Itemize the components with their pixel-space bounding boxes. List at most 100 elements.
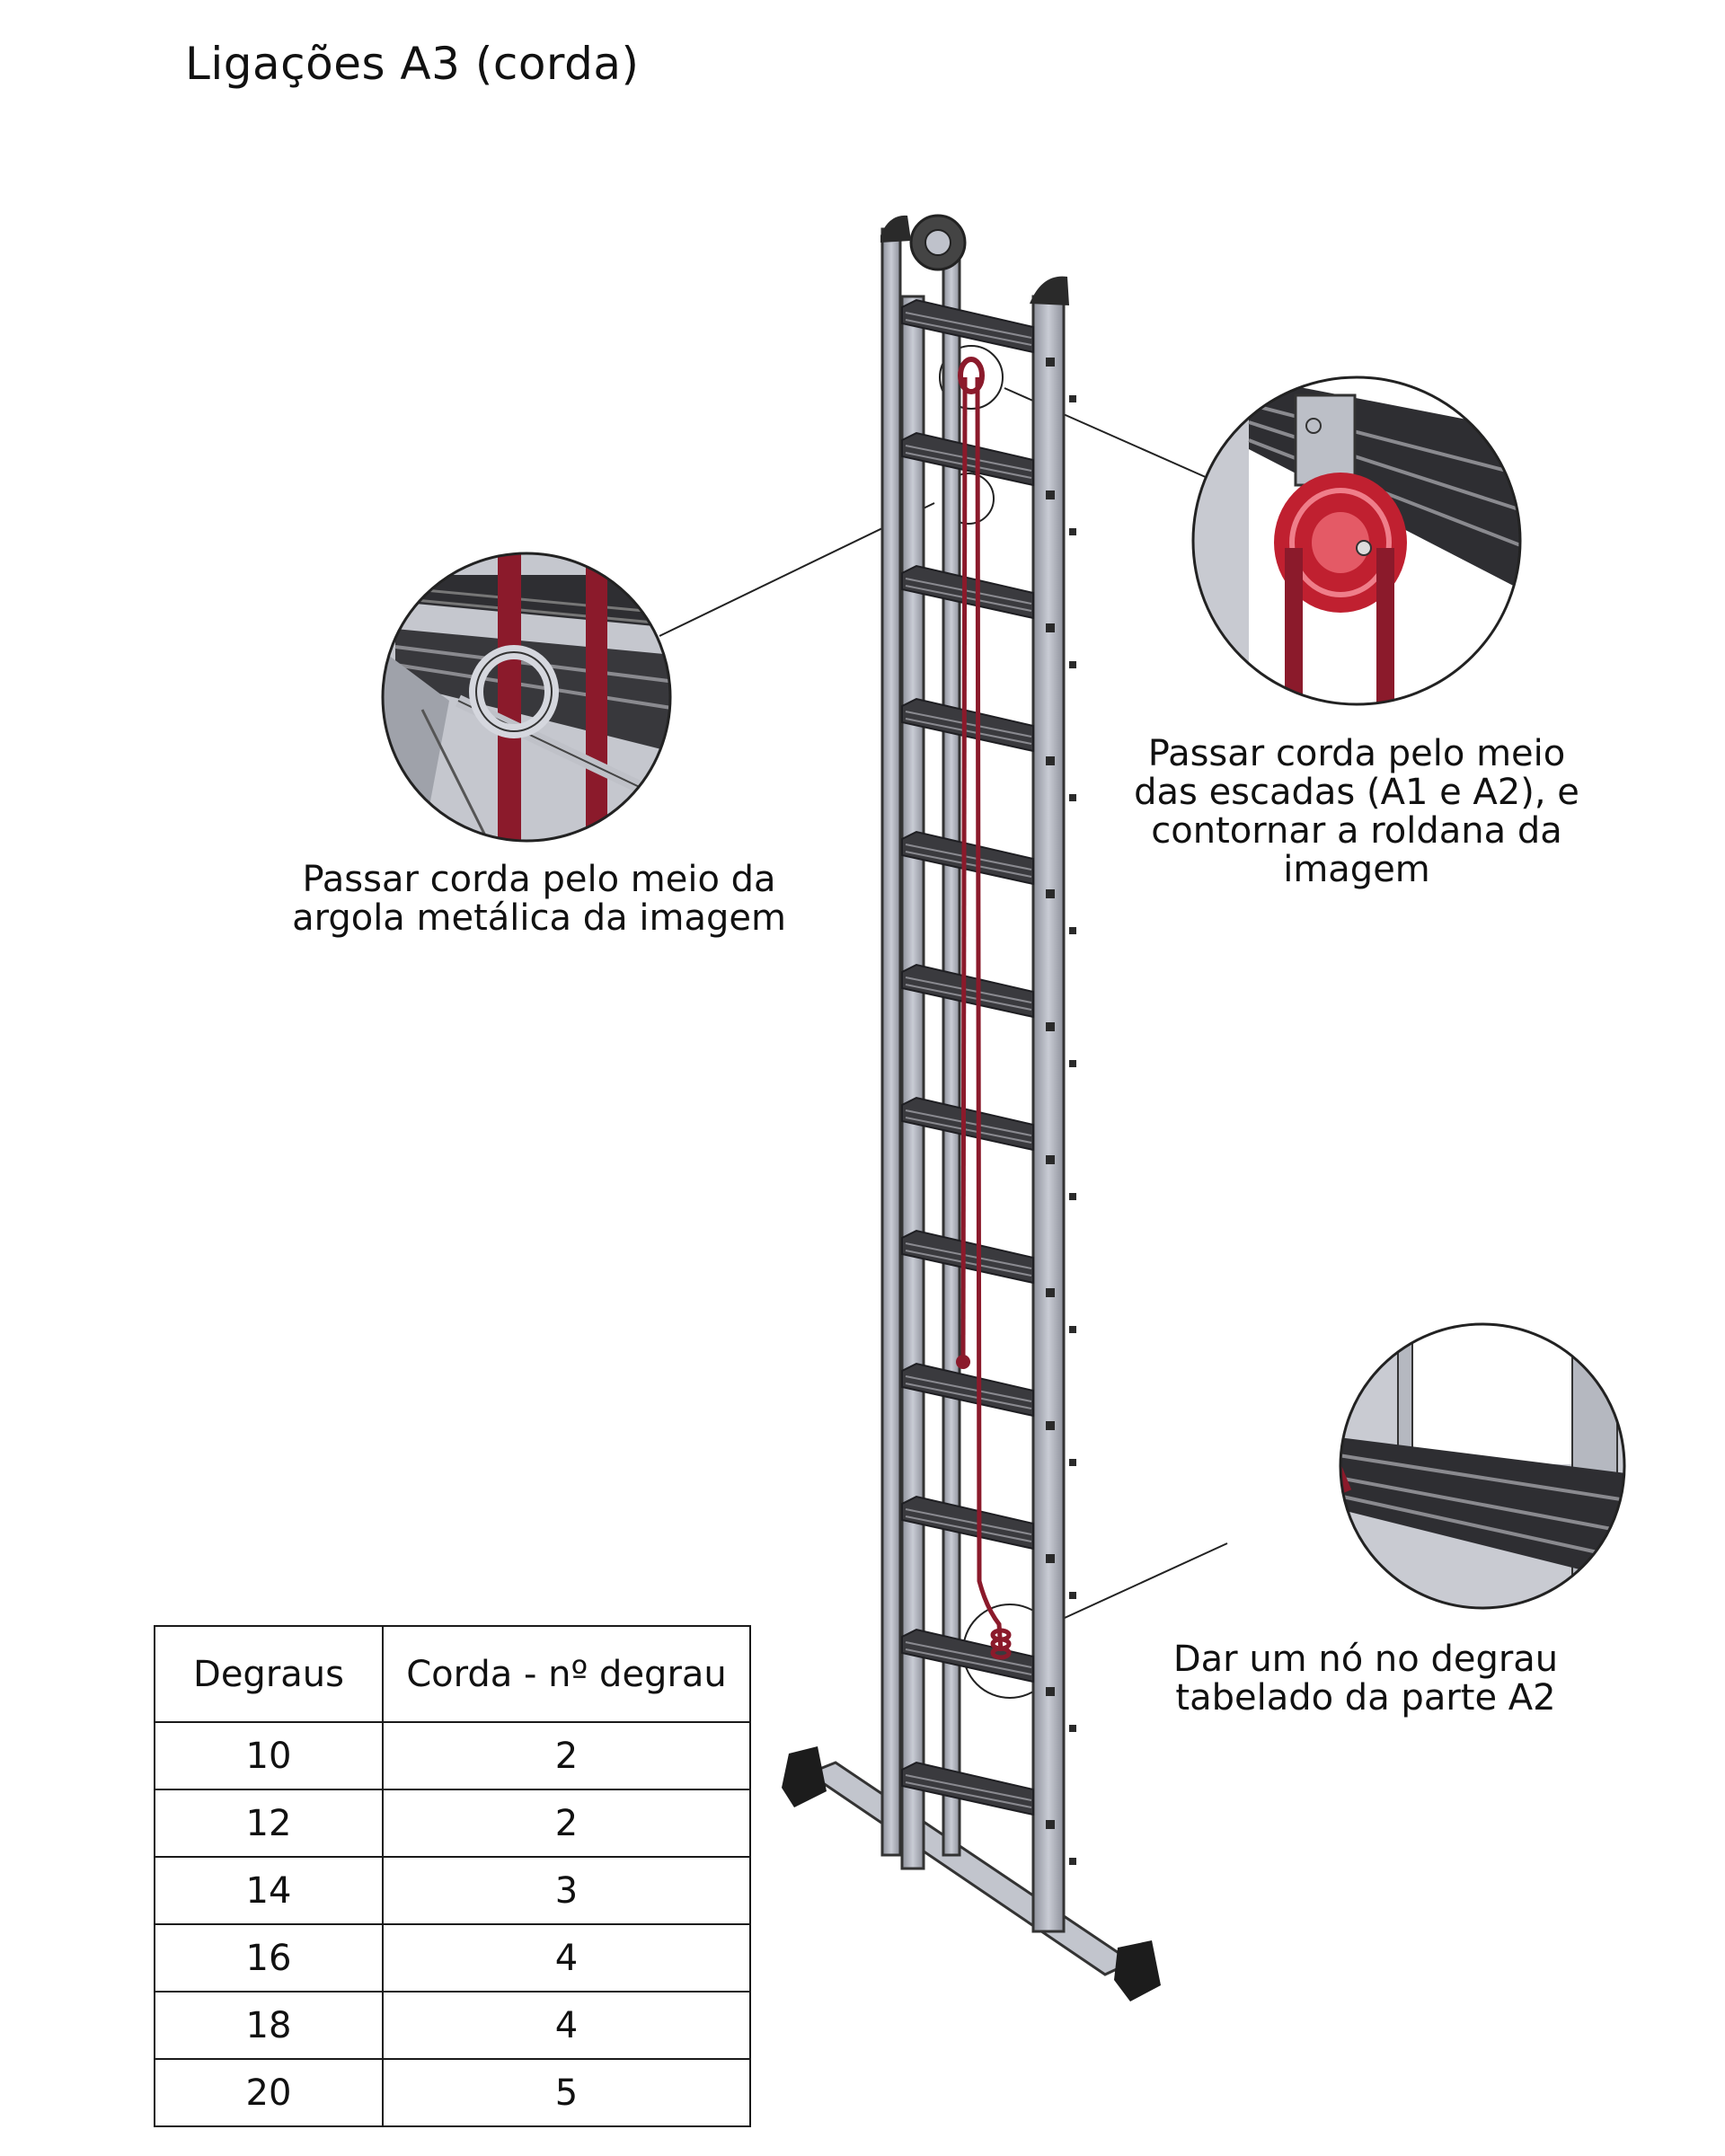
rung-groove — [905, 578, 1032, 605]
table-cell: 16 — [154, 1923, 384, 1993]
callout-pulley-text: Passar corda pelo meio das escadas (A1 e… — [1114, 735, 1599, 889]
ladder-rope — [958, 357, 1004, 1652]
rail-hole — [1046, 358, 1055, 367]
rail-hole — [1069, 1459, 1076, 1466]
table-cell: 20 — [154, 2058, 384, 2127]
detail-pulley-view — [1193, 377, 1520, 704]
ladder-rungs — [901, 298, 1034, 1816]
ladder-front-section — [900, 276, 1076, 1933]
rail-hole — [1069, 395, 1076, 402]
rope-strand-right — [975, 376, 1004, 1652]
callout-line: argola metálica da imagem — [292, 897, 786, 939]
foot-right — [1114, 1940, 1161, 2001]
rung-groove — [905, 445, 1032, 472]
rail-hole — [1069, 1326, 1076, 1333]
rung-groove — [905, 319, 1032, 346]
rung-groove — [905, 1375, 1032, 1402]
table-row: 18 4 — [154, 1991, 751, 2060]
rung-groove — [905, 452, 1032, 479]
detail-rope-left — [498, 553, 521, 841]
rail-hole — [1069, 1193, 1076, 1200]
rail-hole — [1069, 1858, 1076, 1865]
table-header-row: Degraus Corda - nº degrau — [154, 1625, 751, 1723]
rung-groove — [905, 718, 1032, 745]
detail-pulley-bracket — [1294, 393, 1357, 487]
rail-hole — [1069, 1725, 1076, 1732]
rope-top-loop — [958, 357, 985, 394]
foot-left — [782, 1746, 827, 1807]
rung-groove — [905, 1383, 1032, 1409]
back-rail-cap — [880, 215, 911, 243]
detail-knot-coils — [1340, 1384, 1343, 1453]
rope-knot-small — [990, 1628, 1012, 1660]
rung-groove — [905, 844, 1032, 870]
callout-line: contornar a roldana da — [1151, 810, 1562, 852]
rung-groove — [905, 851, 1032, 878]
callout-line: imagem — [1283, 849, 1430, 890]
rail-hole — [1046, 1288, 1055, 1297]
rope-end — [956, 1355, 970, 1369]
rail-hole — [1046, 1687, 1055, 1696]
rung-groove — [905, 1515, 1032, 1542]
detail-rope-right — [1376, 548, 1394, 704]
table-row: 14 3 — [154, 1856, 751, 1925]
rail-holes — [1046, 358, 1076, 1865]
rail-hole — [1046, 1022, 1055, 1031]
rail-hole — [1046, 1155, 1055, 1164]
rail-hole — [1069, 661, 1076, 668]
back-rail-left — [880, 227, 902, 1857]
callout-ring-text: Passar corda pelo meio da argola metálic… — [270, 861, 809, 938]
table-cell: 18 — [154, 1991, 384, 2060]
rope-rung-table: Degraus Corda - nº degrau 10 2 12 2 14 3… — [154, 1625, 751, 2127]
rung-groove — [905, 1641, 1032, 1668]
rung-groove — [905, 1109, 1032, 1136]
rail-hole — [1046, 1554, 1055, 1563]
ladder-back-section — [880, 214, 967, 1857]
callout-line: das escadas (A1 e A2), e — [1134, 772, 1579, 813]
detail-rope-left — [1285, 548, 1303, 704]
callout-line: Passar corda pelo meio da — [302, 859, 776, 900]
rung-groove — [905, 1250, 1032, 1277]
back-rail-right — [942, 227, 961, 1857]
rail-hole — [1046, 1820, 1055, 1829]
rung-groove — [905, 1774, 1032, 1801]
rail-hole — [1069, 1060, 1076, 1067]
front-rail-left — [900, 295, 925, 1870]
rail-hole — [1046, 1421, 1055, 1430]
table-row: 12 2 — [154, 1789, 751, 1858]
front-rail-cap — [1030, 276, 1069, 305]
callout-line: tabelado da parte A2 — [1175, 1677, 1556, 1719]
rung-groove — [905, 1242, 1032, 1269]
rung-groove — [905, 1781, 1032, 1808]
rung-groove — [905, 976, 1032, 1003]
rung-groove — [905, 984, 1032, 1011]
rail-hole — [1046, 623, 1055, 632]
callout-line: Dar um nó no degrau — [1172, 1639, 1559, 1680]
rung-groove — [905, 711, 1032, 738]
header-degraus: Degraus — [154, 1625, 384, 1723]
table-cell: 5 — [382, 2058, 751, 2127]
rail-hole — [1069, 528, 1076, 535]
leader-knot — [1054, 1542, 1228, 1623]
callout-line: Passar corda pelo meio — [1147, 733, 1566, 774]
callout-knot-text: Dar um nó no degrau tabelado da parte A2 — [1123, 1640, 1608, 1718]
rung-groove — [905, 1648, 1032, 1675]
rung-groove — [905, 1117, 1032, 1144]
rail-hole — [1069, 1592, 1076, 1599]
table-cell: 3 — [382, 1856, 751, 1925]
table-row: 10 2 — [154, 1721, 751, 1790]
table-cell: 2 — [382, 1721, 751, 1790]
rung-groove — [905, 312, 1032, 339]
table-cell: 14 — [154, 1856, 384, 1925]
table-cell: 12 — [154, 1789, 384, 1858]
table-cell: 4 — [382, 1991, 751, 2060]
rope-strand-left — [960, 376, 968, 1359]
rail-hole — [1046, 756, 1055, 765]
header-corda: Corda - nº degrau — [382, 1625, 751, 1723]
marker-pulley — [939, 345, 1004, 410]
rail-hole — [1046, 490, 1055, 499]
table-cell: 10 — [154, 1721, 384, 1790]
detail-ring-view — [383, 553, 670, 841]
table-cell: 4 — [382, 1923, 751, 1993]
